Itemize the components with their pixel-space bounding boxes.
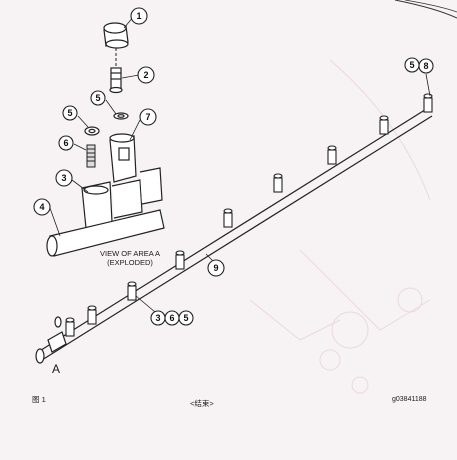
callout-6: 6 [164,310,180,326]
svg-text:5: 5 [67,108,72,118]
svg-text:5: 5 [95,93,100,103]
callout-6: 6 [58,135,74,151]
set-screw [86,144,96,168]
callout-3: 3 [55,169,73,187]
pipe-clamp [81,179,143,229]
callout-8: 8 [418,58,434,74]
svg-text:5: 5 [409,60,414,70]
figure-label: 图 1 [32,395,46,404]
svg-text:8: 8 [423,61,428,71]
washer [84,126,100,136]
callout-5: 5 [90,90,106,106]
spray-bar-pipe [37,107,433,361]
svg-text:6: 6 [169,313,174,323]
end-marker: <结束> [190,399,214,408]
page-curve-line [394,0,457,19]
view-label-line-1: VIEW OF AREA A [99,249,161,258]
svg-text:5: 5 [183,313,188,323]
callout-5: 5 [178,310,194,326]
manifold-pipe-section [46,167,165,257]
svg-text:9: 9 [213,263,218,273]
seal-washer [113,112,129,120]
callout-7: 7 [139,108,157,126]
svg-text:3: 3 [155,313,160,323]
callout-5: 5 [62,105,78,121]
svg-text:4: 4 [39,202,44,212]
background-faint-pattern [249,59,431,394]
svg-text:3: 3 [61,173,66,183]
view-label-line-2: (EXPLODED) [107,258,153,267]
leader-lines [49,15,431,313]
area-a-label: A [52,362,61,376]
callout-5: 5 [404,57,420,73]
nozzle-tip [109,67,123,94]
svg-text:7: 7 [145,112,150,122]
view-of-area-label: VIEW OF AREA A (EXPLODED) [84,249,176,267]
callout-1: 1 [130,7,148,25]
callout-9: 9 [207,259,225,277]
image-code: g03841188 [392,396,427,403]
nozzle-cap [103,22,129,49]
svg-text:2: 2 [143,70,148,80]
callout-2: 2 [137,66,155,84]
nozzle-body [109,133,137,183]
callout-4: 4 [33,198,51,216]
svg-text:6: 6 [63,138,68,148]
callout-3: 3 [150,310,166,326]
page-curve-line [404,0,457,13]
spray-bar-end-fitting [35,316,67,364]
bar-nozzles [65,93,433,337]
svg-text:1: 1 [136,11,141,21]
